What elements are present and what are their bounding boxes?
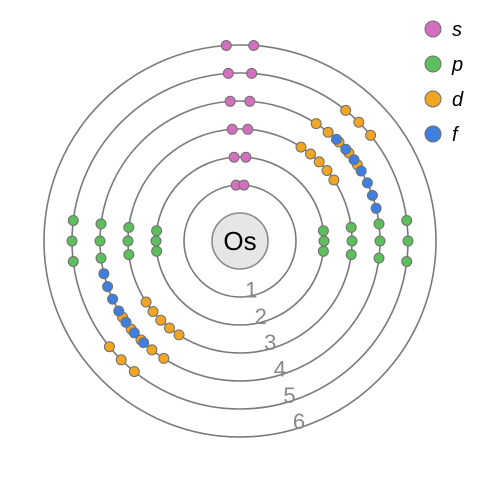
electron-4f-14 — [98, 268, 110, 280]
electron-3s-2 — [242, 123, 254, 135]
electron-4s-1 — [224, 95, 236, 107]
electron-3d-10 — [140, 296, 152, 308]
electron-5d-3 — [365, 129, 377, 141]
electron-4f-5 — [361, 177, 373, 189]
electron-4p-1 — [373, 218, 385, 230]
electron-3p-3 — [345, 249, 357, 261]
electron-4p-5 — [94, 235, 106, 247]
electron-4f-1 — [330, 133, 342, 145]
electron-4p-2 — [374, 235, 386, 247]
electron-3p-4 — [123, 249, 135, 261]
shell-2-label: 2 — [255, 304, 267, 329]
legend-f-label: f — [452, 124, 460, 146]
electron-2p-2 — [318, 235, 330, 247]
legend-s-label: s — [452, 19, 462, 41]
electron-3d-9 — [147, 306, 159, 317]
electron-4f-10 — [120, 316, 132, 328]
legend-d-label: d — [452, 89, 464, 111]
electron-3d-2 — [305, 148, 316, 160]
electron-3p-5 — [122, 235, 134, 247]
electron-6s-1 — [220, 40, 232, 51]
electron-5d-4 — [128, 366, 140, 378]
legend-s-swatch — [424, 20, 442, 38]
electron-5s-2 — [246, 67, 258, 79]
electron-4f-7 — [370, 202, 382, 214]
electron-2s-2 — [240, 151, 252, 163]
shell-3-label: 3 — [264, 330, 276, 355]
electron-4f-11 — [113, 305, 125, 317]
electron-4p-6 — [95, 218, 107, 230]
electron-4f-12 — [107, 293, 119, 305]
electron-5d-1 — [340, 104, 352, 116]
electron-5p-6 — [67, 215, 79, 226]
legend-f-swatch — [424, 125, 442, 143]
electron-4f-6 — [366, 189, 378, 201]
electron-4f-3 — [348, 154, 360, 166]
electron-3d-8 — [155, 314, 167, 326]
legend-d-swatch — [424, 90, 442, 108]
electron-2p-3 — [317, 245, 329, 257]
electron-2p-1 — [317, 225, 329, 237]
electron-4f-8 — [138, 337, 150, 349]
electron-5p-5 — [66, 235, 78, 247]
electron-3d-4 — [321, 165, 333, 176]
electron-5p-2 — [402, 235, 414, 247]
electron-4d-2 — [322, 126, 334, 138]
electron-6s-2 — [248, 40, 260, 51]
shell-4-label: 4 — [274, 357, 286, 382]
electron-3d-6 — [173, 329, 185, 341]
shell-6-ring — [43, 44, 437, 438]
element-symbol: Os — [223, 226, 256, 256]
electron-3d-1 — [295, 141, 307, 153]
electron-5d-2 — [353, 116, 365, 128]
electron-2p-6 — [151, 225, 163, 237]
electron-3d-7 — [164, 322, 175, 334]
electron-4f-13 — [102, 281, 114, 293]
electron-3d-5 — [328, 174, 340, 186]
electron-3p-2 — [346, 235, 358, 247]
electron-5s-1 — [222, 67, 234, 79]
electrons-layer — [66, 40, 414, 378]
electron-2p-4 — [151, 245, 163, 257]
electron-2s-1 — [228, 151, 240, 163]
nucleus: Os — [211, 212, 269, 270]
electron-4d-7 — [146, 344, 158, 356]
electron-4p-3 — [373, 252, 385, 264]
electron-4d-6 — [158, 352, 170, 364]
electron-4f-4 — [355, 165, 367, 177]
electron-4s-2 — [244, 95, 256, 107]
electron-5p-3 — [401, 256, 413, 267]
shell-6-label: 6 — [293, 409, 305, 434]
electron-4p-4 — [95, 252, 107, 264]
legend-p-swatch — [424, 55, 442, 73]
electron-2p-5 — [150, 235, 162, 247]
shell-5-label: 5 — [283, 383, 295, 408]
electron-4f-2 — [340, 143, 352, 155]
electron-5d-6 — [103, 341, 115, 353]
electron-4f-9 — [128, 327, 140, 339]
electron-3d-3 — [313, 156, 325, 168]
electron-5d-5 — [115, 354, 127, 366]
electron-5p-4 — [67, 256, 79, 267]
electron-3p-1 — [345, 221, 357, 233]
legend-p-label: p — [451, 54, 463, 76]
electron-1s-2 — [238, 179, 250, 191]
nucleus-circle — [211, 212, 269, 270]
electron-3p-6 — [123, 221, 135, 233]
shell-1-label: 1 — [245, 278, 257, 303]
electron-5p-1 — [401, 215, 413, 226]
electron-3s-1 — [226, 123, 238, 135]
electron-4d-1 — [310, 118, 322, 130]
